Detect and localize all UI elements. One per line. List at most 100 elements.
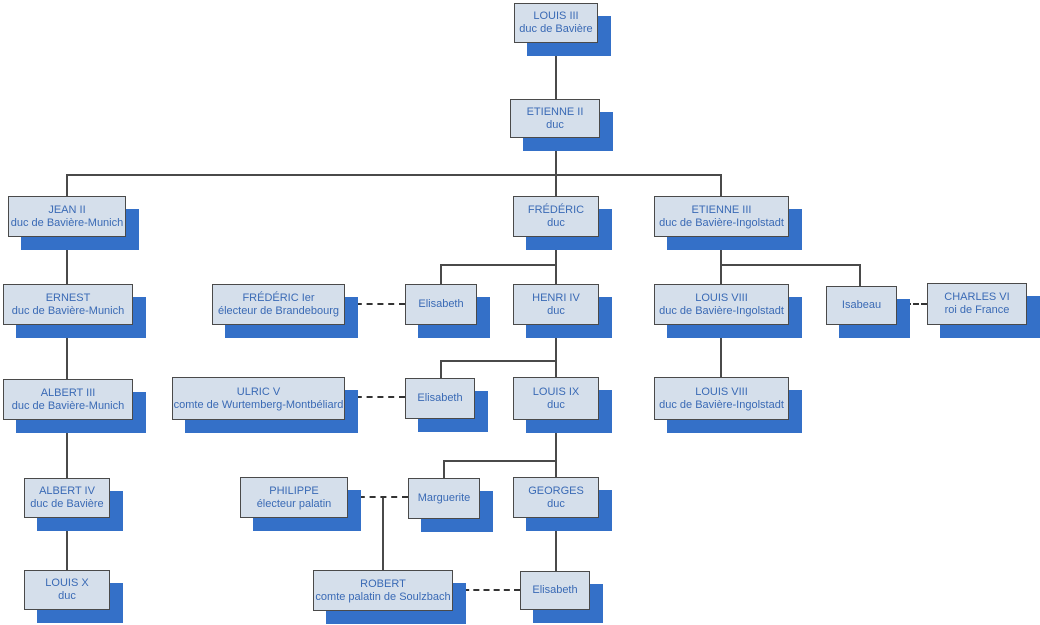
connector-line — [443, 460, 557, 462]
person-node-louis-iii[interactable]: LOUIS III duc de Bavière — [514, 3, 598, 43]
person-name: ROBERT — [360, 577, 406, 590]
connector-line — [440, 360, 557, 362]
connector-line — [555, 461, 557, 477]
person-name: FRÉDÉRIC — [527, 203, 585, 216]
person-title: duc de Bavière — [30, 498, 104, 510]
person-title: duc de Bavière-Ingolstadt — [659, 398, 784, 411]
connector-line — [555, 43, 557, 99]
person-node-etienne-ii[interactable]: ETIENNE II duc — [510, 99, 600, 138]
person-name: LOUIS VIII — [695, 385, 748, 398]
connector-line — [382, 498, 384, 570]
connector-line — [720, 265, 722, 284]
connector-line — [66, 518, 68, 570]
person-name: Elisabeth — [532, 584, 578, 596]
person-name: ULRIC V — [236, 385, 281, 398]
person-title: duc de Bavière-Ingolstadt — [659, 304, 784, 317]
person-node-elisabeth-1[interactable]: Elisabeth — [405, 284, 477, 325]
person-title: duc de Bavière-Ingolstadt — [659, 216, 784, 229]
person-name: HENRI IV — [532, 291, 580, 304]
connector-line — [720, 325, 722, 377]
person-title: duc — [546, 118, 564, 131]
person-node-etienne-iii[interactable]: ETIENNE III duc de Bavière-Ingolstadt — [654, 196, 789, 237]
person-title: comte de Wurtemberg-Montbéliard — [173, 398, 344, 411]
connector-line — [66, 174, 722, 176]
person-name: Isabeau — [841, 299, 882, 311]
person-name: ETIENNE II — [526, 105, 584, 118]
person-name: FRÉDÉRIC Ier — [242, 291, 315, 304]
person-node-louis-ix[interactable]: LOUIS IX duc — [513, 377, 599, 420]
connector-line — [555, 361, 557, 377]
person-name: PHILIPPE — [269, 484, 319, 497]
person-node-henri-iv[interactable]: HENRI IV duc — [513, 284, 599, 325]
person-title: électeur palatin — [256, 497, 332, 510]
connector-line — [66, 325, 68, 379]
marriage-dashed-line — [348, 496, 408, 498]
connector-line — [720, 237, 722, 265]
person-name: LOUIS X — [45, 577, 89, 589]
person-node-ernest[interactable]: ERNEST duc de Bavière-Munich — [3, 284, 133, 325]
person-node-elisabeth-3[interactable]: Elisabeth — [520, 571, 590, 610]
person-node-philippe[interactable]: PHILIPPE électeur palatin — [240, 477, 348, 518]
connector-line — [720, 175, 722, 196]
connector-line — [66, 420, 68, 478]
person-node-isabeau[interactable]: Isabeau — [826, 286, 897, 325]
person-title: électeur de Brandebourg — [217, 304, 340, 317]
person-node-marguerite[interactable]: Marguerite — [408, 478, 480, 519]
person-title: duc — [547, 216, 565, 229]
connector-line — [440, 361, 442, 378]
person-title: duc — [58, 590, 76, 602]
person-name: LOUIS IX — [532, 385, 580, 398]
person-node-frederic-ier[interactable]: FRÉDÉRIC Ier électeur de Brandebourg — [212, 284, 345, 325]
person-name: ALBERT IV — [39, 485, 95, 497]
person-name: Elisabeth — [418, 298, 464, 310]
connector-line — [440, 265, 442, 284]
person-title: duc de Bavière-Munich — [11, 304, 125, 317]
marriage-dashed-line — [345, 303, 405, 305]
person-node-louis-viii-1[interactable]: LOUIS VIII duc de Bavière-Ingolstadt — [654, 284, 789, 325]
person-title: duc — [547, 398, 565, 411]
person-name: LOUIS III — [533, 10, 579, 22]
connector-line — [555, 265, 557, 284]
person-name: Marguerite — [417, 492, 471, 504]
connector-line — [555, 420, 557, 461]
marriage-dashed-line — [345, 396, 405, 398]
person-node-louis-viii-2[interactable]: LOUIS VIII duc de Bavière-Ingolstadt — [654, 377, 789, 420]
person-title: duc de Bavière-Munich — [11, 399, 125, 412]
connector-line — [555, 175, 557, 196]
person-node-jean-ii[interactable]: JEAN II duc de Bavière-Munich — [8, 196, 126, 237]
person-name: ALBERT III — [40, 386, 96, 399]
person-node-charles-vi[interactable]: CHARLES VI roi de France — [927, 283, 1027, 325]
person-name: LOUIS VIII — [695, 291, 748, 304]
person-title: duc de Bavière-Munich — [10, 216, 124, 229]
person-node-frederic[interactable]: FRÉDÉRIC duc — [513, 196, 599, 237]
connector-line — [443, 461, 445, 478]
marriage-dashed-line — [453, 589, 520, 591]
person-title: roi de France — [944, 304, 1010, 316]
person-name: JEAN II — [48, 203, 86, 216]
person-node-albert-iii[interactable]: ALBERT III duc de Bavière-Munich — [3, 379, 133, 420]
person-node-albert-iv[interactable]: ALBERT IV duc de Bavière — [24, 478, 110, 518]
person-title: duc de Bavière — [519, 23, 593, 35]
person-node-robert[interactable]: ROBERT comte palatin de Soulzbach — [313, 570, 453, 611]
person-node-louis-x[interactable]: LOUIS X duc — [24, 570, 110, 610]
connector-line — [66, 175, 68, 196]
person-title: duc — [547, 497, 565, 510]
connector-line — [859, 265, 861, 286]
person-name: ETIENNE III — [691, 203, 752, 216]
person-node-georges[interactable]: GEORGES duc — [513, 477, 599, 518]
connector-line — [555, 518, 557, 571]
connector-line — [720, 264, 861, 266]
person-node-elisabeth-2[interactable]: Elisabeth — [405, 378, 475, 419]
person-title: comte palatin de Soulzbach — [315, 590, 451, 603]
person-name: Elisabeth — [417, 392, 463, 404]
person-name: CHARLES VI — [944, 291, 1010, 303]
connector-line — [555, 138, 557, 176]
connector-line — [555, 237, 557, 265]
connector-line — [440, 264, 557, 266]
person-node-ulric-v[interactable]: ULRIC V comte de Wurtemberg-Montbéliard — [172, 377, 345, 420]
connector-line — [66, 237, 68, 284]
connector-line — [555, 325, 557, 361]
person-name: ERNEST — [45, 291, 91, 304]
marriage-dashed-line — [897, 303, 927, 305]
